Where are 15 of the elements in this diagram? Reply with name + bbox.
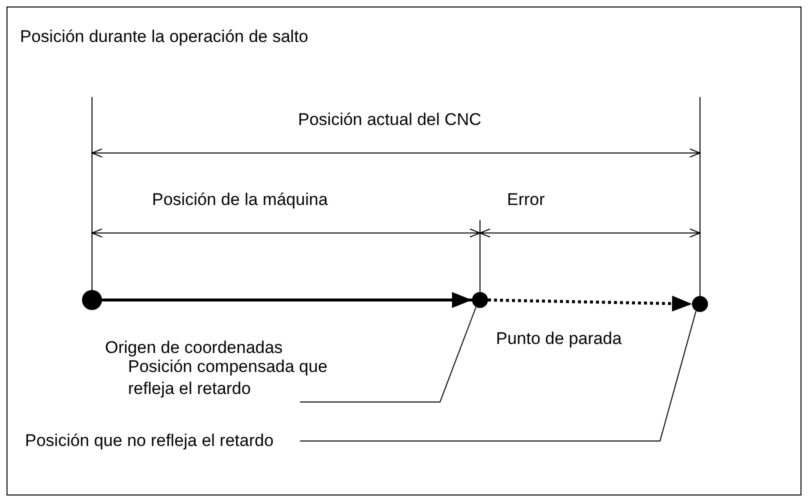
leader-line [300,310,696,442]
callout-text: Posición que no refleja el retardo [25,430,300,452]
point-dot [472,292,488,308]
point-dot [82,290,102,310]
dimension-label: Posición de la máquina [152,189,328,211]
point-label: Origen de coordenadas [105,337,283,359]
arrow [102,292,472,308]
diagram-title: Posición durante la operación de salto [20,26,308,48]
point-dot [692,296,708,312]
dimension-label: Error [507,189,545,211]
leader-line [300,306,476,402]
callout-text: Posición compensada que refleja el retardo [128,356,368,402]
point-label: Punto de parada [496,328,622,350]
dimension-label: Posición actual del CNC [298,109,482,131]
arrow [488,296,692,312]
